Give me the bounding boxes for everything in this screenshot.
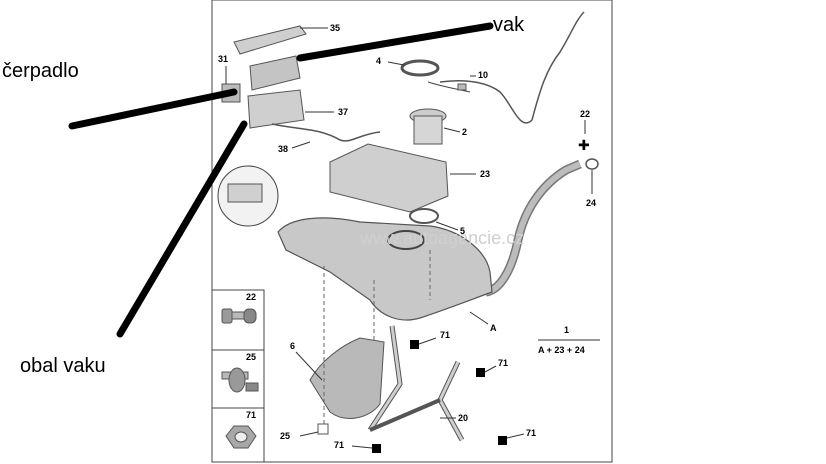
vak-pointer-line (296, 22, 494, 62)
label-A: A (490, 323, 497, 333)
svg-text:71: 71 (526, 428, 536, 438)
label-31: 31 (218, 54, 228, 64)
annotation-lines (68, 22, 494, 338)
support-frame-part-23 (329, 143, 476, 213)
bolt-icon (221, 308, 257, 324)
watermark: www.autoagencie.cz (359, 228, 524, 248)
callout-cerpadlo: čerpadlo (2, 60, 79, 82)
stud-bolt-icon (221, 367, 259, 393)
label-20: 20 (458, 413, 468, 423)
label-2: 2 (462, 127, 467, 137)
cerpadlo-pointer-line (68, 88, 238, 130)
housing-part-37 (247, 89, 334, 129)
legend-label-71: 71 (246, 410, 256, 420)
fastener-legend: 22 25 71 (211, 289, 265, 463)
nut-marker-1: 71 (410, 330, 450, 349)
formula-index: 1 (564, 325, 569, 335)
ring-part-4 (387, 59, 440, 77)
callout-vak: vak (493, 14, 525, 36)
formula-expression: A + 23 + 24 (538, 345, 585, 355)
connectors-part-10 (427, 75, 476, 93)
label-23: 23 (480, 169, 490, 179)
svg-text:✚: ✚ (578, 138, 590, 154)
label-24: 24 (586, 198, 596, 208)
nut-marker-4: 71 (498, 428, 536, 445)
label-6: 6 (290, 341, 295, 351)
filler-seal-part-24 (585, 158, 599, 194)
legend-label-25: 25 (246, 352, 256, 362)
callout-obal-vaku: obal vaku (20, 355, 106, 377)
obal-vaku-pointer-line (116, 120, 248, 338)
nut-icon (225, 425, 257, 449)
bracket-part-35 (233, 25, 328, 55)
fuel-tank-part-A (277, 217, 493, 325)
label-22: 22 (580, 109, 590, 119)
reservoir-part (249, 55, 301, 91)
nut-marker-2: 71 (476, 358, 508, 377)
label-37: 37 (338, 107, 348, 117)
svg-text:71: 71 (498, 358, 508, 368)
label-38: 38 (278, 144, 288, 154)
heat-shield-part-6 (295, 337, 385, 419)
label-4: 4 (376, 56, 381, 66)
label-25: 25 (280, 431, 290, 441)
tank-strap-part-20 (367, 325, 465, 442)
detail-circle (217, 165, 279, 227)
fuel-pump-module-part-2 (409, 108, 461, 145)
stud-part-25 (317, 423, 329, 435)
label-10: 10 (478, 70, 488, 80)
return-pipe (439, 11, 585, 124)
assembly-formula: 1 A + 23 + 24 (538, 325, 600, 355)
svg-text:71: 71 (334, 440, 344, 450)
assembly-guide-lines (323, 250, 431, 424)
svg-text:71: 71 (440, 330, 450, 340)
seal-ring-part-5 (409, 208, 459, 231)
legend-label-22: 22 (246, 292, 256, 302)
label-5: 5 (460, 226, 465, 236)
label-35: 35 (330, 23, 340, 33)
filler-cap-part-22: ✚ (578, 120, 590, 154)
nut-marker-3: 71 (334, 440, 381, 453)
pipe-part-38 (271, 123, 381, 149)
